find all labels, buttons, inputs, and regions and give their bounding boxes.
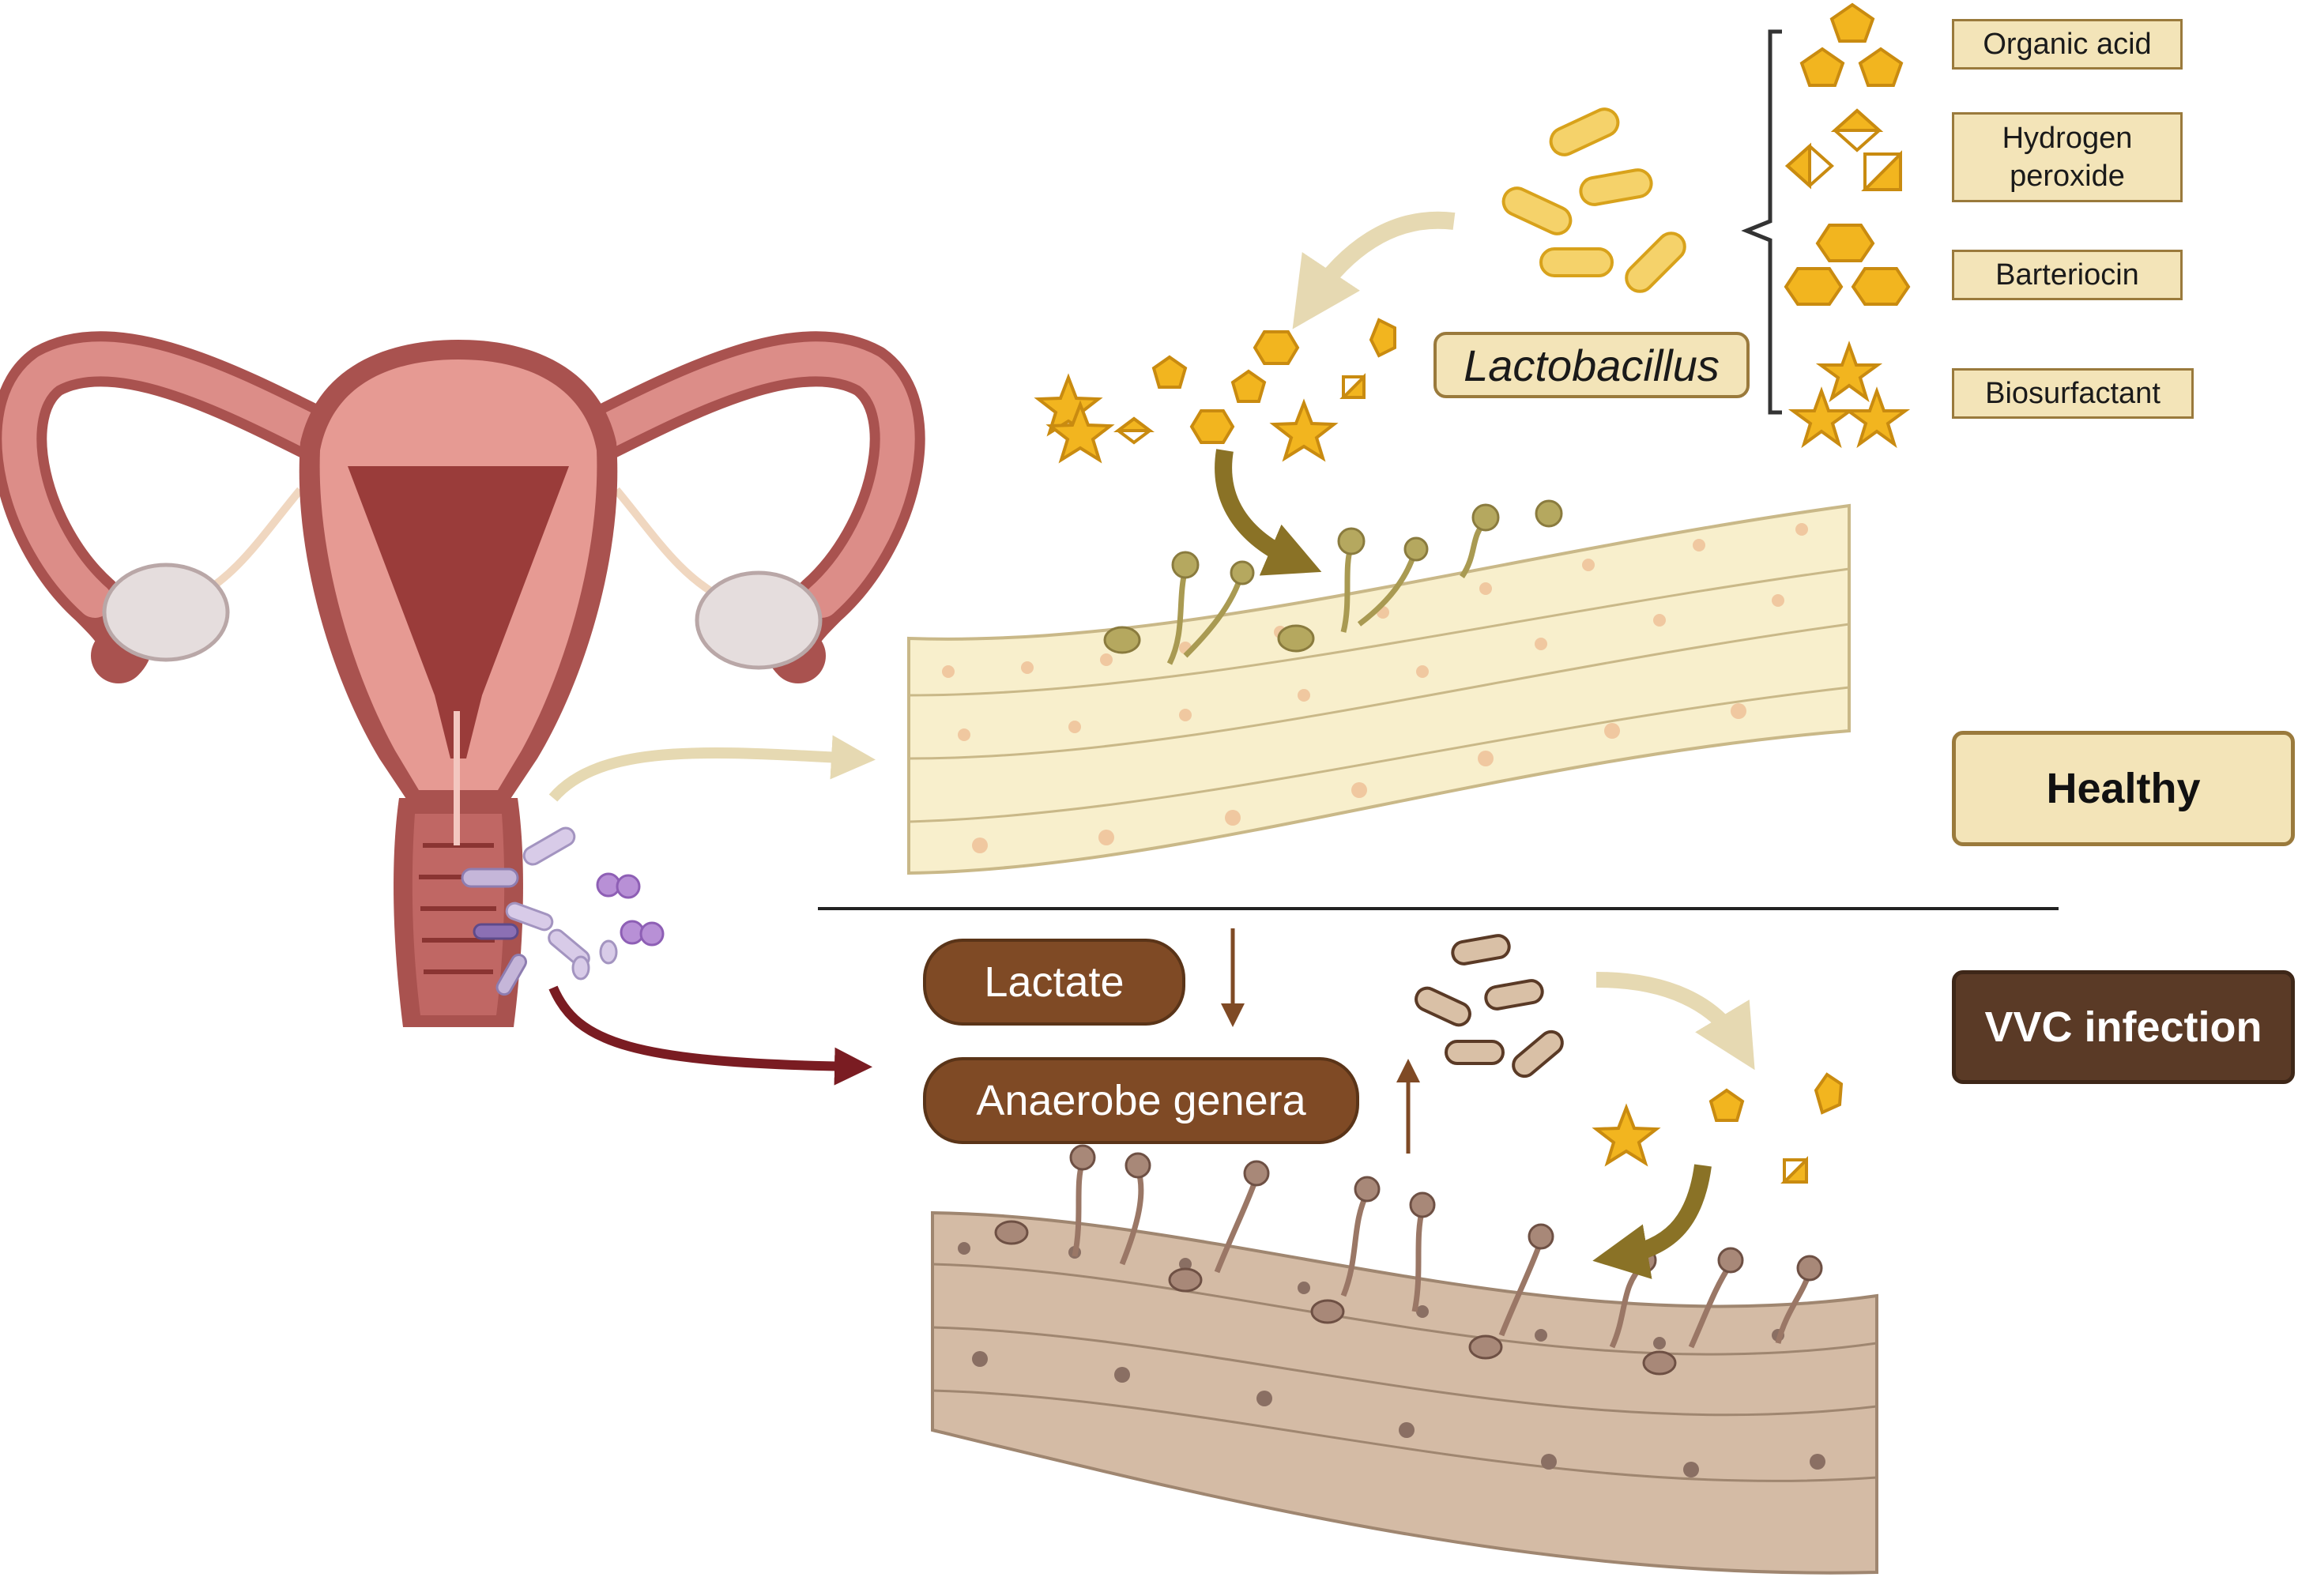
anaerobe-cells <box>1415 934 1564 1078</box>
legend-biosurfactant: Biosurfactant <box>1952 368 2194 419</box>
biosurfactant-icon <box>1788 341 1911 449</box>
healthy-label: Healthy <box>1952 731 2295 846</box>
healthy-epithelium <box>907 499 1851 875</box>
legend-organic-acid: Organic acid <box>1952 19 2183 70</box>
vvc-epithelium <box>931 1144 1878 1575</box>
legend-bracket <box>1741 29 1782 415</box>
uterus-illustration <box>0 331 925 1027</box>
ovary-left <box>102 563 230 662</box>
hydrogen-peroxide-icon <box>1784 108 1902 191</box>
mixed-flora <box>461 826 665 996</box>
legend-bacteriocin: Barteriocin <box>1952 250 2183 300</box>
arrow-vvc-release <box>1595 972 1755 1071</box>
arrow-to-healthy <box>548 735 876 802</box>
legend-hydrogen-peroxide: Hydrogen peroxide <box>1952 112 2183 202</box>
released-metabolites <box>1034 318 1396 464</box>
vvc-infection-label: VVC infection <box>1952 970 2295 1084</box>
lactobacillus-label: Lactobacillus <box>1433 332 1750 398</box>
arrow-lactobacillus-release <box>1292 211 1456 329</box>
lactate-label: Lactate <box>923 939 1185 1026</box>
bacteriocin-icon <box>1784 224 1911 306</box>
arrow-metabolites-to-tissue <box>1215 449 1322 576</box>
vvc-metabolites <box>1592 1072 1844 1184</box>
uterine-cavity <box>348 466 569 758</box>
arrow-to-vvc-tissue <box>1592 1164 1712 1279</box>
arrow-to-vvc <box>548 985 872 1086</box>
lactobacillus-cells <box>1501 107 1686 293</box>
anaerobe-genera-label: Anaerobe genera <box>923 1057 1359 1144</box>
organic-acid-icon <box>1799 2 1904 87</box>
ovary-right <box>695 570 823 670</box>
